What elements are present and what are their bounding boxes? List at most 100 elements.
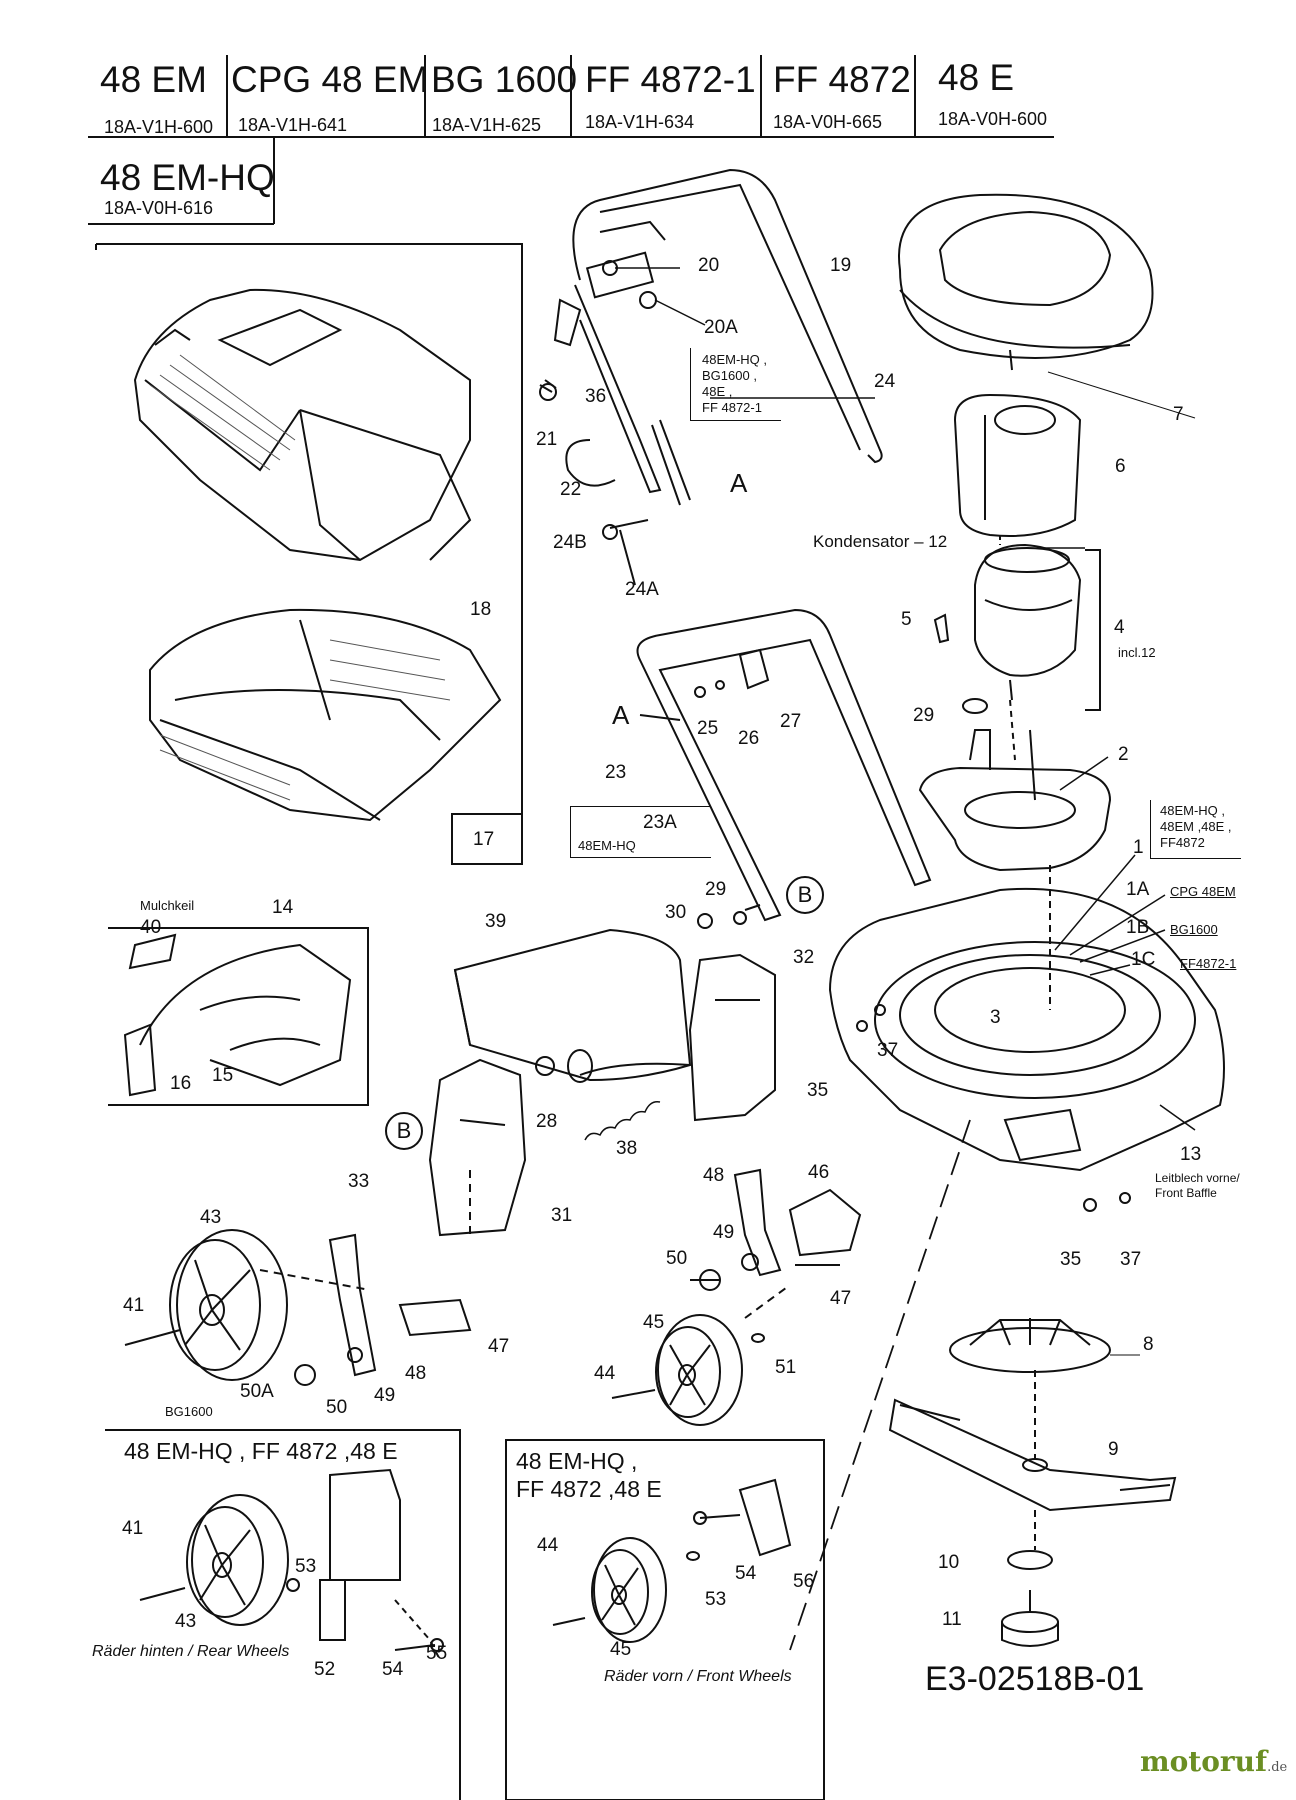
- part-number: 49: [713, 1222, 735, 1243]
- part-number: 28: [536, 1111, 558, 1132]
- part-number: 26: [738, 728, 760, 749]
- part-number: 44: [594, 1363, 616, 1384]
- part-number: 37: [877, 1040, 899, 1061]
- connector-letter: A: [612, 700, 630, 730]
- table-rule: [88, 136, 1054, 138]
- part-number: 39: [485, 911, 507, 932]
- model-code: 18A-V0H-616: [104, 198, 214, 218]
- part-number: 36: [585, 386, 607, 407]
- part-number: 45: [643, 1312, 665, 1333]
- note-bracket: [570, 806, 711, 858]
- front-wheels-title: FF 4872 ,48 E: [516, 1476, 662, 1502]
- part-number: Kondensator – 12: [813, 532, 948, 551]
- table-divider: [914, 55, 916, 137]
- part-number: 44: [537, 1535, 559, 1556]
- table-divider: [273, 137, 275, 224]
- part-number: 50A: [240, 1381, 274, 1402]
- part-note: Mulchkeil: [140, 898, 195, 913]
- part-number: 23A: [643, 812, 677, 833]
- part-number: 50: [666, 1248, 688, 1269]
- grass-bag-cover: [133, 288, 472, 562]
- note-bracket: [1150, 800, 1241, 859]
- part-number: 46: [808, 1162, 830, 1183]
- part-number: 10: [938, 1552, 960, 1573]
- part-number: 48: [405, 1363, 427, 1384]
- part-number: 41: [123, 1295, 145, 1316]
- part-note: 48EM-HQ: [578, 838, 636, 853]
- part-number: 38: [616, 1138, 638, 1159]
- part-number: 1: [1133, 837, 1144, 858]
- mulch-box: [108, 927, 369, 1106]
- side-bracket-left: [428, 1056, 555, 1237]
- part-number: 50: [326, 1397, 348, 1418]
- model-code: 18A-V1H-634: [585, 112, 695, 132]
- part-number: 21: [536, 429, 558, 450]
- part-number: 9: [1108, 1439, 1119, 1460]
- part-number: 6: [1115, 456, 1126, 477]
- model-code: 18A-V1H-625: [432, 115, 542, 135]
- part-note: FF 4872-1: [702, 400, 762, 415]
- rear-wheels-box: [105, 1429, 461, 1800]
- document-id: E3-02518B-01: [925, 1660, 1145, 1698]
- part-number: 41: [122, 1518, 144, 1539]
- part-number: 3: [990, 1007, 1001, 1028]
- motor-cover: [898, 193, 1196, 419]
- part-number: 25: [697, 718, 719, 739]
- part-number: 30: [665, 902, 687, 923]
- part-number: 52: [314, 1659, 336, 1680]
- part-note: 48E ,: [702, 384, 733, 399]
- brand-suffix: .de: [1267, 1760, 1288, 1775]
- rear-wheels-title: 48 EM-HQ , FF 4872 ,48 E: [124, 1438, 398, 1464]
- part-number: 53: [705, 1589, 727, 1610]
- part-number: 35: [807, 1080, 829, 1101]
- part-note: FF4872: [1160, 835, 1205, 850]
- connector-letter: B: [385, 1112, 423, 1150]
- part-number: 29: [705, 879, 727, 900]
- leader-lines: [615, 267, 1196, 1131]
- table-rule: [88, 223, 274, 225]
- part-note: incl.12: [1118, 645, 1156, 660]
- motor-housing: [953, 393, 1082, 537]
- part-number: 47: [830, 1288, 852, 1309]
- part-number: 54: [735, 1563, 757, 1584]
- part-note: BG1600: [165, 1404, 213, 1419]
- cutting-blade: [888, 1398, 1177, 1512]
- grass-bag-frame: [149, 608, 502, 822]
- blade-washer: [1007, 1550, 1053, 1570]
- part-note: BG1600 ,: [702, 368, 757, 383]
- part-number: 35: [1060, 1249, 1082, 1270]
- part-number: 5: [901, 609, 912, 630]
- part-number: 15: [212, 1065, 234, 1086]
- front-height-bracket: [690, 1168, 862, 1291]
- part-number: 1C: [1131, 949, 1156, 970]
- part-number: 32: [793, 947, 815, 968]
- flap-spring: [584, 1100, 661, 1141]
- model-name: 48 EM: [100, 59, 207, 100]
- part-number: 20: [698, 255, 720, 276]
- part-number: 24B: [553, 532, 587, 553]
- part-number: 55: [426, 1643, 448, 1664]
- part-note: Leitblech vorne/: [1155, 1171, 1240, 1185]
- model-code: 18A-V0H-665: [773, 112, 883, 132]
- blade-fan: [949, 1318, 1140, 1373]
- part-number: 43: [200, 1207, 222, 1228]
- part-note: BG1600: [1170, 922, 1218, 937]
- part-number: 8: [1143, 1334, 1154, 1355]
- rear-flap: [453, 928, 692, 1083]
- part-number: 18: [470, 599, 492, 620]
- connector-letter: B: [786, 876, 824, 914]
- front-wheels-title: 48 EM-HQ ,: [516, 1448, 638, 1474]
- part-number: 23: [605, 762, 627, 783]
- part-number: 22: [560, 479, 582, 500]
- table-divider: [760, 55, 762, 137]
- part-note: CPG 48EM: [1170, 884, 1236, 899]
- part-note: 48EM-HQ ,: [702, 352, 768, 367]
- part-number: 27: [780, 711, 802, 732]
- part-number: 54: [382, 1659, 404, 1680]
- motor-mount: [918, 729, 1112, 872]
- part-number: 7: [1173, 404, 1184, 425]
- motor: [933, 535, 1101, 761]
- model-name: 48 E: [938, 57, 1015, 98]
- part-number: 47: [488, 1336, 510, 1357]
